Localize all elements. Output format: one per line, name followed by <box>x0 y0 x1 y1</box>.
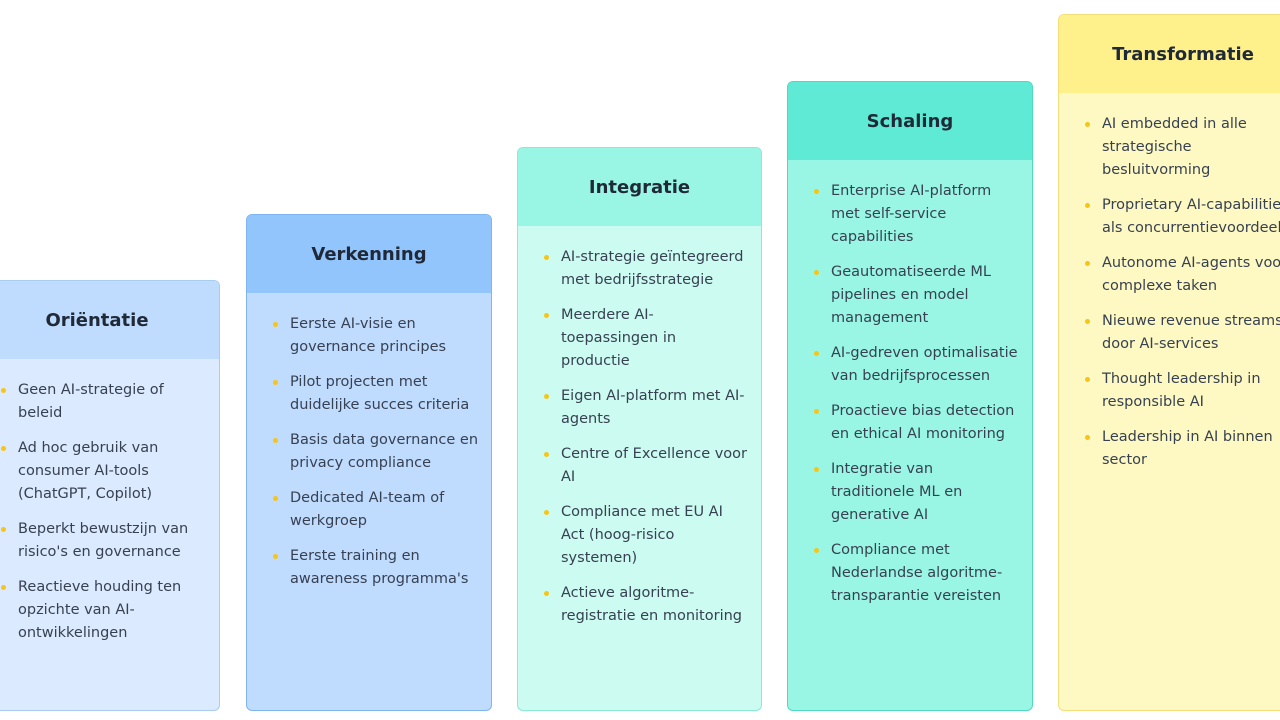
stage-body: AI embedded in alle strategische besluit… <box>1059 93 1280 472</box>
stage-item: Thought leadership in responsible AI <box>1085 368 1280 414</box>
bullet-icon <box>814 409 819 414</box>
stage-item: Reactieve houding ten opzichte van AI-on… <box>1 576 207 645</box>
stage-item: Actieve algoritme-registratie en monitor… <box>544 582 749 628</box>
bullet-icon <box>1085 377 1090 382</box>
bullet-icon <box>273 496 278 501</box>
bullet-icon <box>1 585 6 590</box>
bullet-icon <box>544 452 549 457</box>
stage-title: Transformatie <box>1059 15 1280 93</box>
bullet-icon <box>1085 319 1090 324</box>
stage-item: Dedicated AI-team of werkgroep <box>273 487 479 533</box>
stage-card-transformatie: Transformatie AI embedded in alle strate… <box>1058 14 1280 711</box>
stage-title: Schaling <box>788 82 1032 160</box>
stage-body: Geen AI-strategie of beleid Ad hoc gebru… <box>0 359 219 645</box>
bullet-icon <box>814 467 819 472</box>
stage-body: Eerste AI-visie en governance principes … <box>247 293 491 591</box>
stage-item-list: AI embedded in alle strategische besluit… <box>1085 113 1280 472</box>
bullet-icon <box>544 510 549 515</box>
stage-item: Geautomatiseerde ML pipelines en model m… <box>814 261 1020 330</box>
bullet-icon <box>814 189 819 194</box>
bullet-icon <box>1085 203 1090 208</box>
stage-item: Eigen AI-platform met AI-agents <box>544 385 749 431</box>
stage-item: Nieuwe revenue streams door AI-services <box>1085 310 1280 356</box>
stage-item: Proprietary AI-capabilities als concurre… <box>1085 194 1280 240</box>
bullet-icon <box>273 380 278 385</box>
stage-item-list: Enterprise AI-platform met self-service … <box>814 180 1020 608</box>
stage-card-orientatie: Oriëntatie Geen AI-strategie of beleid A… <box>0 280 220 711</box>
stage-item: Integratie van traditionele ML en genera… <box>814 458 1020 527</box>
bullet-icon <box>814 351 819 356</box>
stage-item: Meerdere AI-toepassingen in productie <box>544 304 749 373</box>
bullet-icon <box>1085 435 1090 440</box>
bullet-icon <box>273 438 278 443</box>
stage-card-integratie: Integratie AI-strategie geïntegreerd met… <box>517 147 762 711</box>
bullet-icon <box>1 527 6 532</box>
bullet-icon <box>273 554 278 559</box>
stage-item-list: Geen AI-strategie of beleid Ad hoc gebru… <box>1 379 207 645</box>
stage-item: Beperkt bewustzijn van risico's en gover… <box>1 518 207 564</box>
bullet-icon <box>544 313 549 318</box>
bullet-icon <box>544 255 549 260</box>
stage-title: Verkenning <box>247 215 491 293</box>
stage-card-schaling: Schaling Enterprise AI-platform met self… <box>787 81 1033 711</box>
stage-item: Compliance met EU AI Act (hoog-risico sy… <box>544 501 749 570</box>
stage-item: Enterprise AI-platform met self-service … <box>814 180 1020 249</box>
bullet-icon <box>1 446 6 451</box>
stage-body: AI-strategie geïntegreerd met bedrijfsst… <box>518 226 761 628</box>
stage-item: Centre of Excellence voor AI <box>544 443 749 489</box>
stage-item: Eerste AI-visie en governance principes <box>273 313 479 359</box>
bullet-icon <box>814 270 819 275</box>
stage-item: Leadership in AI binnen sector <box>1085 426 1280 472</box>
stage-item-list: AI-strategie geïntegreerd met bedrijfsst… <box>544 246 749 628</box>
stage-item: Ad hoc gebruik van consumer AI-tools (Ch… <box>1 437 207 506</box>
stage-title: Integratie <box>518 148 761 226</box>
bullet-icon <box>544 394 549 399</box>
bullet-icon <box>1 388 6 393</box>
stage-item: AI-gedreven optimalisatie van bedrijfspr… <box>814 342 1020 388</box>
stage-item: Compliance met Nederlandse algoritme-tra… <box>814 539 1020 608</box>
stage-item: Geen AI-strategie of beleid <box>1 379 207 425</box>
stage-body: Enterprise AI-platform met self-service … <box>788 160 1032 608</box>
stage-item: AI-strategie geïntegreerd met bedrijfsst… <box>544 246 749 292</box>
stage-item: Autonome AI-agents voor complexe taken <box>1085 252 1280 298</box>
stage-title: Oriëntatie <box>0 281 219 359</box>
bullet-icon <box>273 322 278 327</box>
stage-item: Proactieve bias detection en ethical AI … <box>814 400 1020 446</box>
stage-item: Eerste training en awareness programma's <box>273 545 479 591</box>
stage-item: Pilot projecten met duidelijke succes cr… <box>273 371 479 417</box>
stage-item: AI embedded in alle strategische besluit… <box>1085 113 1280 182</box>
stage-card-verkenning: Verkenning Eerste AI-visie en governance… <box>246 214 492 711</box>
bullet-icon <box>544 591 549 596</box>
stage-item-list: Eerste AI-visie en governance principes … <box>273 313 479 591</box>
bullet-icon <box>1085 261 1090 266</box>
stage-item: Basis data governance en privacy complia… <box>273 429 479 475</box>
bullet-icon <box>814 548 819 553</box>
bullet-icon <box>1085 122 1090 127</box>
